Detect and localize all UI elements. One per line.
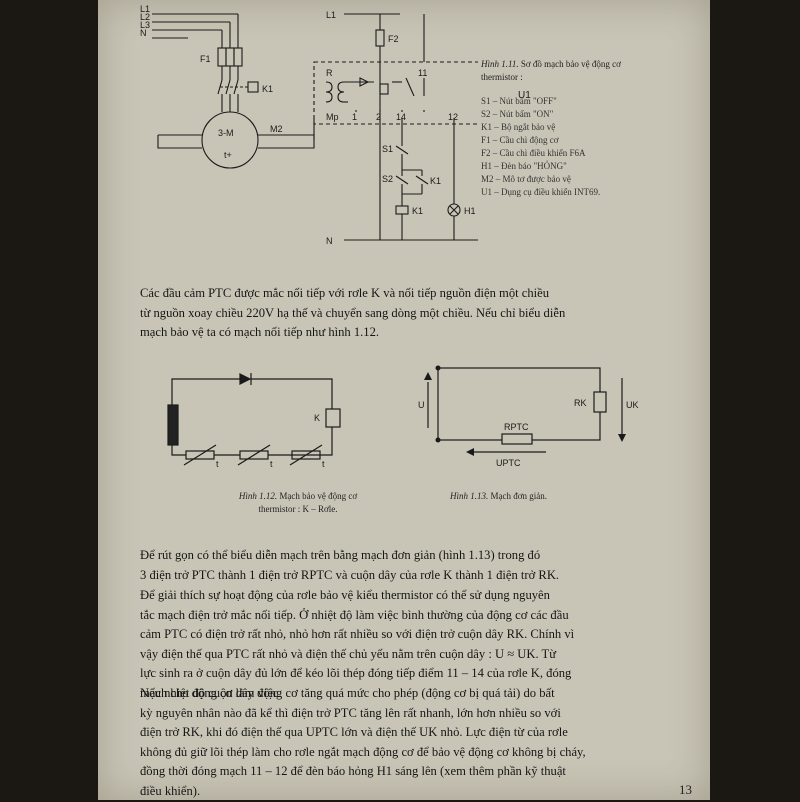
text-line: từ nguồn xoay chiều 220V hạ thế và chuyể… <box>140 305 566 320</box>
label-F2: F2 <box>388 34 399 44</box>
text-line: tắc mạch điện trở mắc nối tiếp. Ở nhiệt … <box>140 607 569 622</box>
label-R: R <box>326 68 333 78</box>
figure-1-11-caption: Hình 1.11. Sơ đồ mạch bảo vệ động cơ the… <box>481 58 651 84</box>
label-N-top: N <box>140 28 147 38</box>
text-line: Nếu nhiệt độ cuộn dây động cơ tăng quá m… <box>140 686 555 700</box>
figure-1-11-legend: S1 – Nút bấm "OFF" S2 – Nút bấm "ON" K1 … <box>481 96 681 206</box>
label-RPTC: RPTC <box>504 422 529 432</box>
text-line: 3 điện trở PTC thành 1 điện trở RPTC và … <box>140 567 560 582</box>
figure-1-11-circuit-diagram: L1 L2 L3 N L1 F1 F2 K1 3-M t+ M2 R Mp 1 … <box>140 4 478 246</box>
text-line: vậy điện thế qua PTC rất nhỏ và điện thế… <box>140 646 557 661</box>
figure-1-12-caption-title: Hình 1.12. <box>238 491 278 501</box>
legend-item: F2 – Cầu chì điều khiển F6A <box>481 148 586 158</box>
label-L1: L1 <box>140 4 150 14</box>
text-line: đồng thời đóng mạch 11 – 12 để đèn báo h… <box>140 764 566 779</box>
figure-1-12-caption-text1: Mạch bảo vệ động cơ <box>279 491 358 501</box>
figure-1-11-caption-text: Sơ đồ mạch bảo vệ động cơ thermistor : <box>481 59 621 82</box>
label-terminal-14: 14 <box>396 112 406 122</box>
label-UK: UK <box>626 400 639 410</box>
paragraph-1: Các đầu cảm PTC được mắc nối tiếp với rơ… <box>140 284 676 343</box>
text-line: điện trở RK, khi đó điện thế qua UPTC lớ… <box>140 725 568 740</box>
legend-item: M2 – Mô tơ được bảo vệ <box>481 174 571 184</box>
label-U: U <box>418 400 425 410</box>
figure-1-12-series-circuit: K t t t <box>167 373 341 469</box>
text-line: Để giải thích sự hoạt động của rơle bảo … <box>140 588 550 602</box>
figure-1-13-simple-circuit: U RK UK RPTC UPTC <box>418 365 639 468</box>
label-K1-contact2: K1 <box>430 176 441 186</box>
figure-1-13-caption: Hình 1.13. Mạch đơn giản. <box>450 490 610 503</box>
label-L3: L3 <box>140 20 150 30</box>
figure-1-11-caption-title: Hình 1.11. <box>481 59 519 69</box>
paragraph-2: Để rút gọn có thể biểu diễn mạch trên bằ… <box>140 546 676 585</box>
label-N-bottom: N <box>326 236 333 246</box>
paragraph-3: Để giải thích sự hoạt động của rơle bảo … <box>140 586 676 704</box>
label-H1: H1 <box>464 206 476 216</box>
legend-item: S2 – Nút bấm "ON" <box>481 109 554 119</box>
label-L2: L2 <box>140 12 150 22</box>
text-line: Các đầu cảm PTC được mắc nối tiếp với rơ… <box>140 286 550 300</box>
label-L1-right: L1 <box>326 10 336 20</box>
label-motor-t: t+ <box>224 150 232 160</box>
legend-item: K1 – Bộ ngắt bảo vệ <box>481 122 556 132</box>
label-S1: S1 <box>382 144 393 154</box>
label-S2: S2 <box>382 174 393 184</box>
page-number: 13 <box>679 782 692 797</box>
label-F1: F1 <box>200 54 211 64</box>
text-line: Để rút gọn có thể biểu diễn mạch trên bằ… <box>140 548 541 562</box>
text-line: mạch cho động cơ làm việc. <box>140 685 282 700</box>
figure-1-13-caption-title: Hình 1.13. <box>450 491 489 501</box>
legend-item: H1 – Đèn báo "HỎNG" <box>481 161 567 171</box>
text-line: mạch bảo vệ ta có mạch nối tiếp như hình… <box>140 325 380 340</box>
label-terminal-2: 2 <box>376 112 381 122</box>
legend-item: U1 – Dụng cụ điều khiển INT69. <box>481 187 601 197</box>
label-Mp: Mp <box>326 112 339 122</box>
label-K1-contact: K1 <box>262 84 273 94</box>
text-line: không đủ giữ lõi thép làm cho rơle ngắt … <box>140 744 586 759</box>
book-page: L1 L2 L3 N L1 F1 F2 K1 3-M t+ M2 R Mp 1 … <box>98 0 710 800</box>
figure-1-12-caption-text2: thermistor : K – Rơle. <box>258 504 338 514</box>
legend-item: S1 – Nút bấm "OFF" <box>481 96 557 106</box>
text-line: điều khiển). <box>140 783 201 798</box>
label-terminal-1: 1 <box>352 112 357 122</box>
label-terminal-12: 12 <box>448 112 458 122</box>
paragraph-4: Nếu nhiệt độ cuộn dây động cơ tăng quá m… <box>140 684 676 802</box>
text-line: kỳ nguyên nhân nào đã kể thì điện trở PT… <box>140 705 561 720</box>
thermistor-label: t <box>216 459 219 469</box>
figure-1-12-caption: Hình 1.12. Mạch bảo vệ động cơ thermisto… <box>198 490 398 516</box>
label-UPTC: UPTC <box>496 458 521 468</box>
text-line: lực sinh ra ở cuộn dây đủ lớn để kéo lõi… <box>140 666 572 681</box>
thermistor-label: t <box>270 459 273 469</box>
legend-item: F1 – Cầu chì động cơ <box>481 135 559 145</box>
label-RK: RK <box>574 398 587 408</box>
thermistor-label: t <box>322 459 325 469</box>
figure-1-13-caption-text: Mạch đơn giản. <box>490 491 548 501</box>
text-line: cảm PTC có điện trở rất nhỏ, nhỏ hơn rất… <box>140 627 575 642</box>
label-M2: M2 <box>270 124 283 134</box>
label-K1-coil: K1 <box>412 206 423 216</box>
label-motor-3M: 3-M <box>218 128 234 138</box>
label-terminal-11: 11 <box>418 68 427 78</box>
label-U1-box: U1 <box>518 90 531 101</box>
label-K-relay: K <box>314 413 320 423</box>
